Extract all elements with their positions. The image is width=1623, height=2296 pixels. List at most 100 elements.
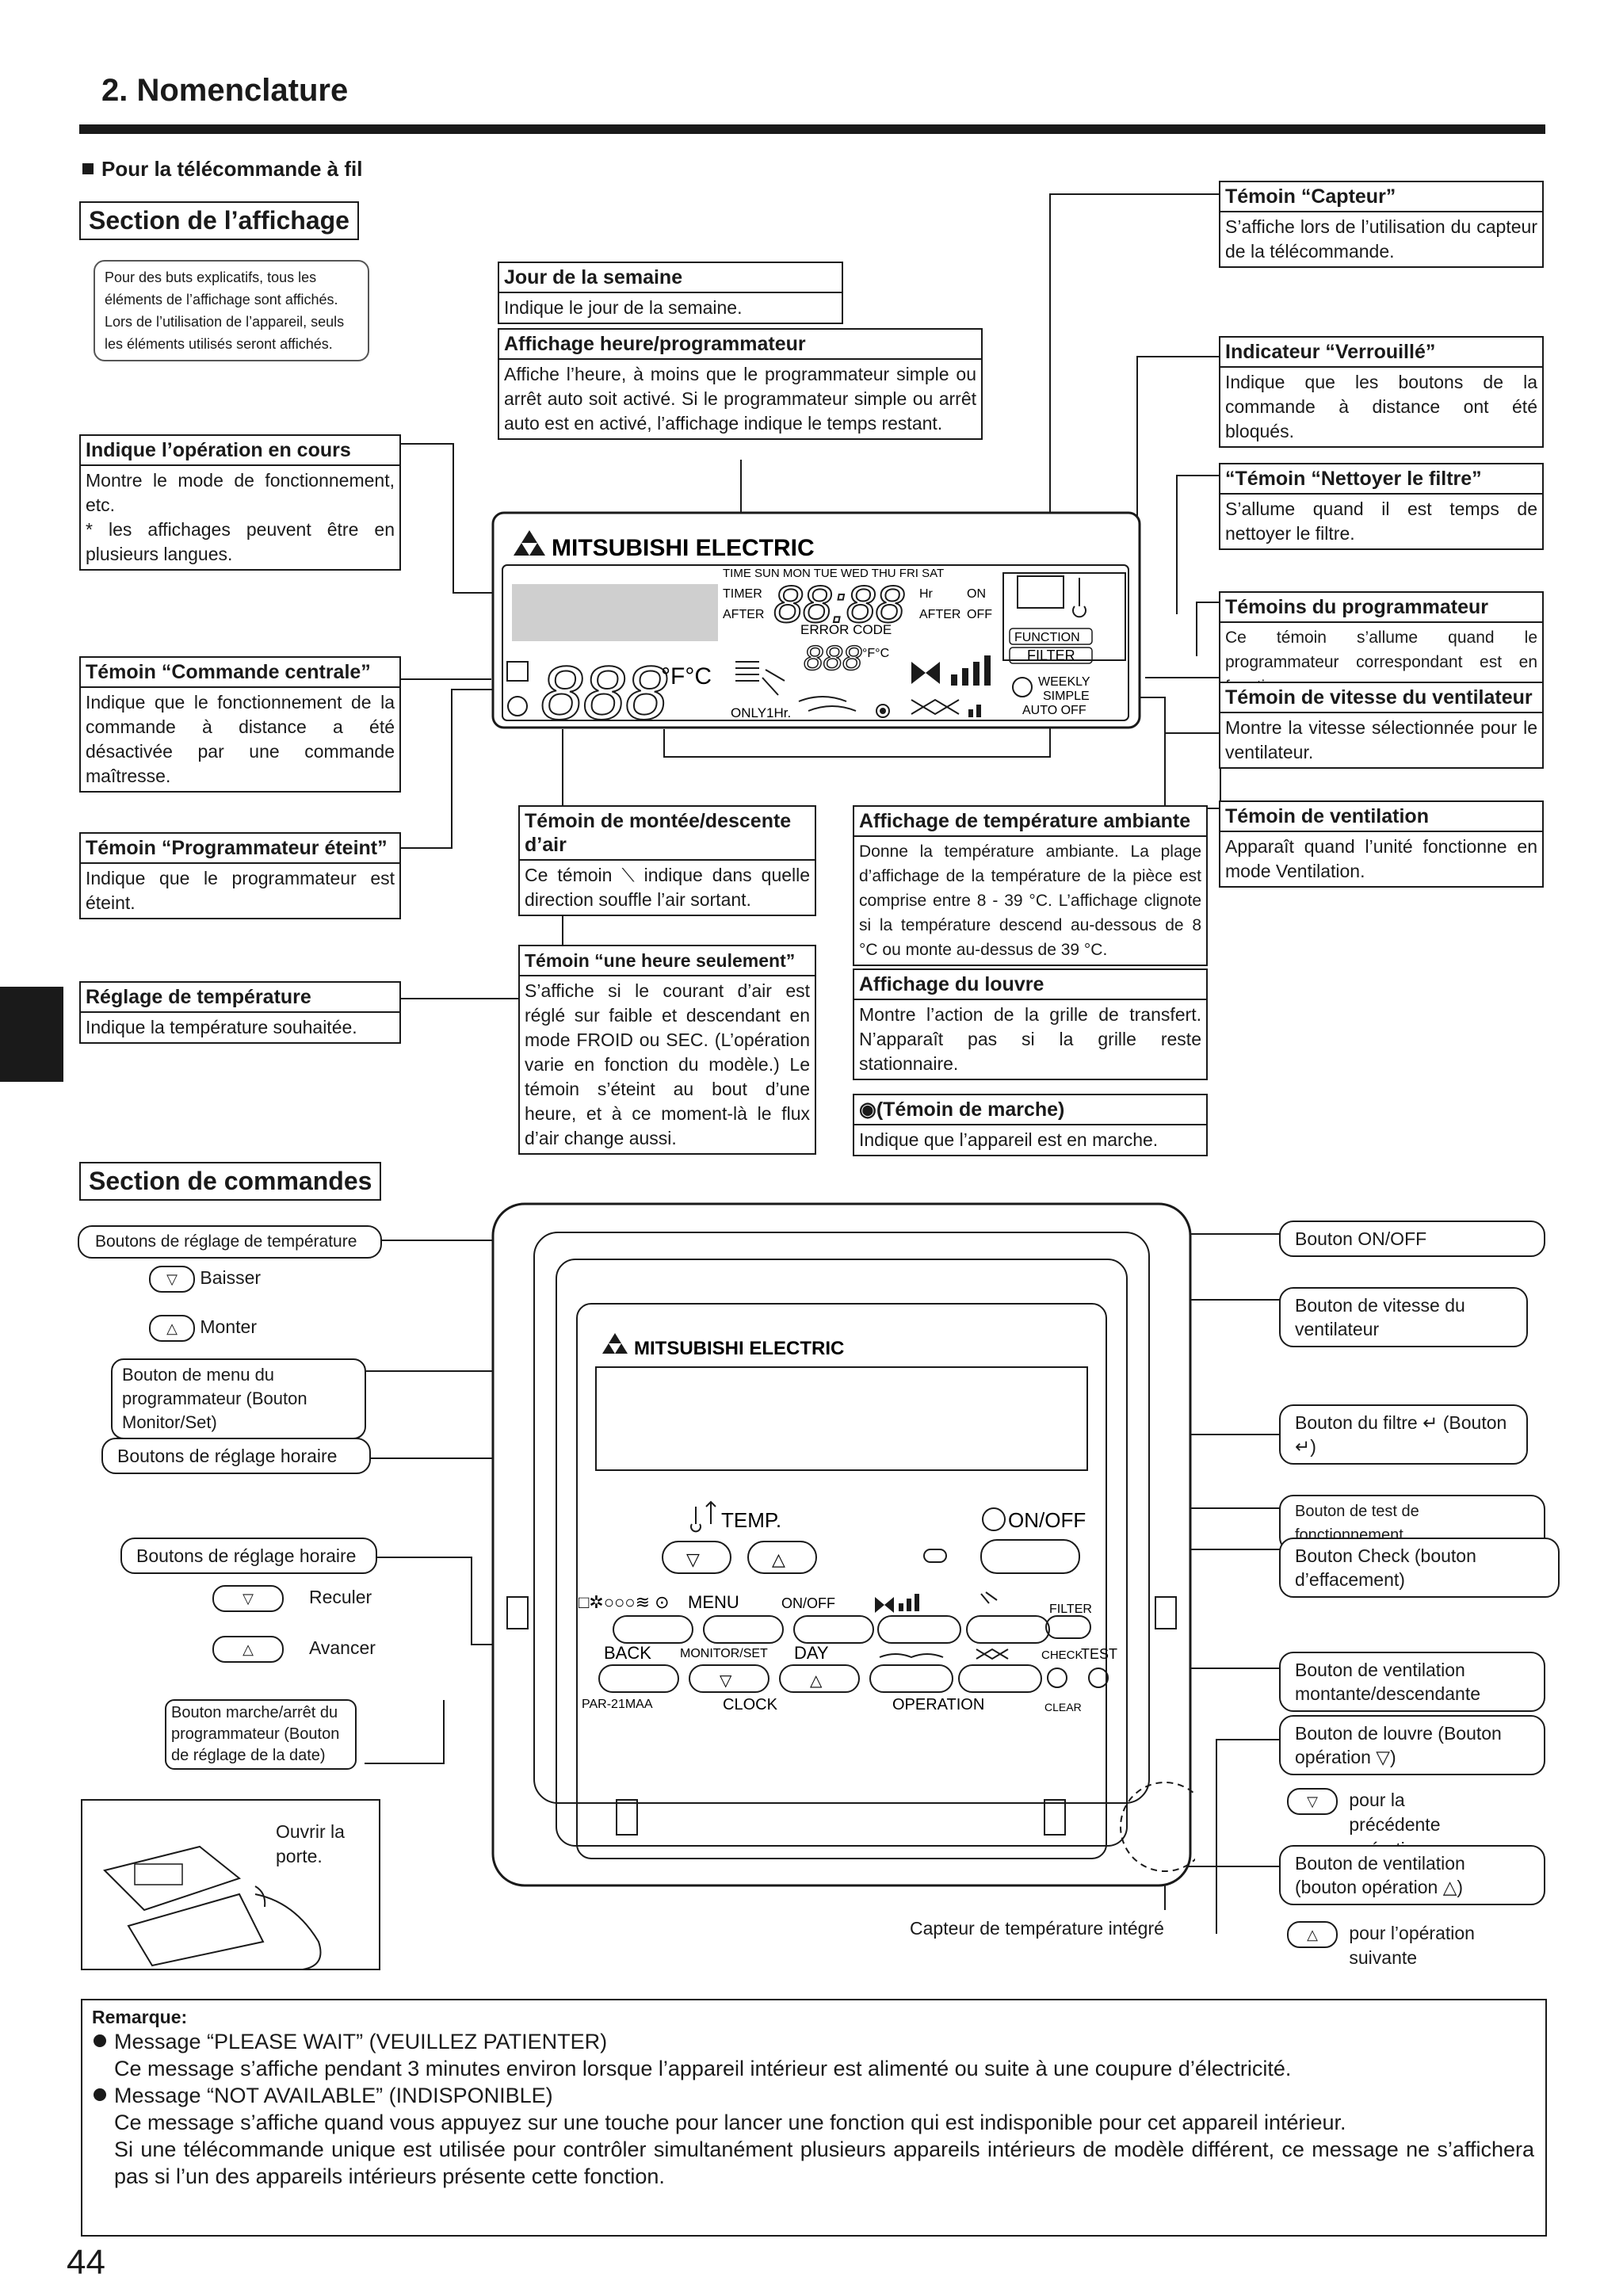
lcd-only1hr: ONLY1Hr. xyxy=(731,705,791,720)
remote-menu: MENU xyxy=(688,1592,739,1612)
callout-body-text: Ce témoin xyxy=(525,865,613,885)
monitor-button xyxy=(703,1615,784,1644)
bullet-icon xyxy=(94,2088,106,2101)
callout-vitesse: Témoin de vitesse du ventilateur Montre … xyxy=(1219,682,1544,769)
lcd-after2: AFTER xyxy=(919,608,960,621)
lcd-small-digits: 888 xyxy=(804,639,862,678)
lcd-error-code: ERROR CODE xyxy=(800,622,892,637)
remark-item-title: Message “NOT AVAILABLE” (INDISPONIBLE) xyxy=(114,2084,553,2107)
label-ventilation-mt: Bouton de ventilation montante/descendan… xyxy=(1279,1652,1545,1712)
remote-screen xyxy=(595,1366,1088,1471)
callout-heure: Affichage heure/programmateur Affiche l’… xyxy=(498,328,983,440)
callout-body: Donne la température ambiante. La plage … xyxy=(859,842,1201,959)
remote-brand: MITSUBISHI ELECTRIC xyxy=(634,1338,844,1359)
latch xyxy=(616,1799,638,1836)
remote-temp: TEMP. xyxy=(721,1508,781,1532)
label-filtre: Bouton du filtre ↵ (Bouton ↵) xyxy=(1279,1404,1528,1465)
label-ventilation: Bouton de ventilation (bouton opération … xyxy=(1279,1845,1545,1905)
onoff-button xyxy=(980,1539,1080,1574)
callout-body: S’affiche si le courant d’air est réglé … xyxy=(525,980,810,1148)
callout-capteur: Témoin “Capteur” S’affiche lors de l’uti… xyxy=(1219,181,1544,268)
callout-body: Indique la température souhaitée. xyxy=(86,1017,357,1037)
remote-check: CHECK xyxy=(1041,1648,1083,1662)
louvre-icon xyxy=(798,696,857,712)
lcd-temp-digits: 888 xyxy=(540,651,667,729)
callout-body: Indique que le fonctionnement de la comm… xyxy=(86,692,395,786)
remote-test: TEST xyxy=(1081,1646,1117,1662)
label-reculer: ▽ Reculer xyxy=(212,1585,372,1612)
callout-body: Montre la vitesse sélectionnée pour le v… xyxy=(1225,717,1537,762)
callout-body-text-2: indique dans quelle direction souffle l’… xyxy=(525,865,811,910)
page-number: 44 xyxy=(67,2243,105,2282)
down-arrow-icon: ▽ xyxy=(1287,1788,1338,1815)
mitsubishi-logo-icon xyxy=(514,530,545,556)
lcd-after: AFTER xyxy=(723,608,764,621)
sensor-location-icon xyxy=(1120,1782,1195,1872)
callout-title: Témoins du programmateur xyxy=(1220,593,1542,623)
remote-closed-icon xyxy=(103,1845,242,1912)
back-arrow-icon: ▽ xyxy=(212,1585,284,1612)
callout-montee: Témoin de montée/descente d’air Ce témoi… xyxy=(518,805,816,916)
lcd-weekly: WEEKLY xyxy=(1038,675,1090,689)
lcd-unit: °F°C xyxy=(661,663,712,690)
display-note: Pour des buts explicatifs, tous les élém… xyxy=(94,260,369,361)
callout-louvre: Affichage du louvre Montre l’action de l… xyxy=(853,968,1208,1080)
callout-title: Réglage de température xyxy=(81,983,399,1013)
label-monter: △ Monter xyxy=(149,1315,257,1342)
callout-body: Ce témoin ⟍ indique dans quelle directio… xyxy=(520,861,815,915)
callout-temp-ambiante: Affichage de température ambiante Donne … xyxy=(853,805,1208,966)
callout-body: Montre le mode de fonctionnement, etc.* … xyxy=(81,466,399,569)
thermometer-icon xyxy=(690,1500,716,1533)
remote-model: PAR-21MAA xyxy=(582,1698,653,1711)
label-sensor: Capteur de température intégré xyxy=(910,1918,1164,1939)
vane-icon xyxy=(980,1591,998,1604)
label-onoff: Bouton ON/OFF xyxy=(1279,1221,1545,1257)
callout-body: Indique que le programmateur est éteint. xyxy=(86,868,395,913)
callout-marche: ◉(Témoin de marche) Indique que l’appare… xyxy=(853,1094,1208,1156)
label-ouvrir: Ouvrir la porte. xyxy=(276,1821,345,1866)
callout-commande-centrale: Témoin “Commande centrale” Indique que l… xyxy=(79,656,401,793)
remote-onoff-small: ON/OFF xyxy=(781,1595,835,1611)
filter-button xyxy=(1045,1615,1091,1639)
lcd-off: OFF xyxy=(967,608,992,621)
down-button-icon: ▽ xyxy=(149,1266,195,1293)
operation-lamp xyxy=(923,1549,947,1563)
subtitle: Pour la télécommande à fil xyxy=(82,157,362,181)
up-button-icon: △ xyxy=(149,1315,195,1342)
open-arrow-icon xyxy=(254,1885,266,1908)
remote-operation: OPERATION xyxy=(892,1696,984,1713)
thermometer-icon xyxy=(1072,578,1086,618)
clock-down-button xyxy=(689,1664,769,1693)
callout-body: Montre l’action de la grille de transfer… xyxy=(859,1004,1201,1074)
callout-title: Témoin “Capteur” xyxy=(1220,182,1542,212)
callout-body: Indique que l’appareil est en marche. xyxy=(859,1129,1159,1150)
label-avancer-text: Avancer xyxy=(308,1637,376,1658)
callout-title: Témoin “Programmateur éteint” xyxy=(81,834,399,864)
lcd-function: FUNCTION xyxy=(1014,631,1080,644)
callout-title: Affichage du louvre xyxy=(854,970,1206,1000)
callout-title: Affichage heure/programmateur xyxy=(499,330,981,360)
header-rule xyxy=(79,124,1545,134)
fan-speed-icon xyxy=(951,674,957,686)
lcd-time-digits: 88:88 xyxy=(773,575,904,633)
operation-up-button xyxy=(958,1664,1042,1693)
remark-heading: Remarque: xyxy=(92,2007,188,2027)
callout-une-heure: Témoin “une heure seulement” S’affiche s… xyxy=(518,945,816,1155)
vane-icon xyxy=(735,661,759,682)
fan-icon xyxy=(875,1597,894,1613)
check-button xyxy=(1047,1668,1067,1688)
airflow-icon xyxy=(762,669,785,696)
label-check: Bouton Check (bouton d’effacement) xyxy=(1279,1538,1560,1598)
remote-controller: MITSUBISHI ELECTRIC TEMP. ON/OFF ▽ △ □✲○… xyxy=(491,1202,1195,1887)
callout-body: S’allume quand il est temps de nettoyer … xyxy=(1225,499,1537,544)
remark-item-2-text-2: Si une télécommande unique est utilisée … xyxy=(114,2137,1534,2188)
remote-filter: FILTER xyxy=(1049,1603,1092,1616)
lcd-filter: FILTER xyxy=(1027,648,1075,663)
callout-title: Témoin de vitesse du ventilateur xyxy=(1220,683,1542,713)
remote-onoff: ON/OFF xyxy=(1008,1508,1086,1532)
label-horaire-1: Boutons de réglage horaire xyxy=(101,1438,371,1474)
bullet-icon xyxy=(94,2034,106,2047)
ventilation-icon xyxy=(976,1648,1009,1660)
remote-monitor: MONITOR/SET xyxy=(680,1647,768,1660)
remark-item-2: Message “NOT AVAILABLE” (INDISPONIBLE) xyxy=(82,2082,1545,2109)
